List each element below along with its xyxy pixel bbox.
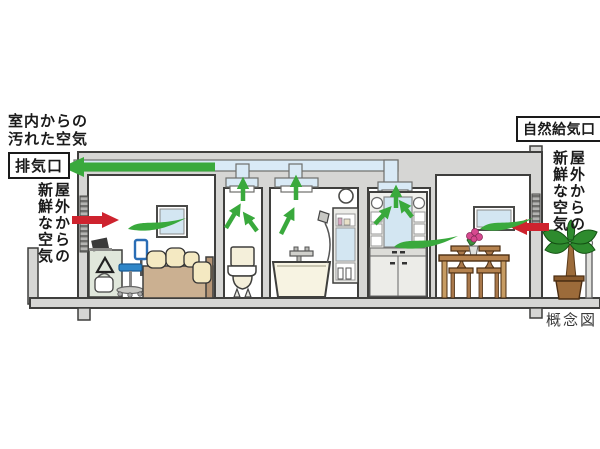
bathroom-fixtures [271, 188, 359, 298]
bedroom-furniture [88, 205, 214, 299]
fresh-air-left-col1: 屋外からの [53, 182, 70, 265]
exhaust-outlet-label: 排気口 [8, 152, 71, 179]
office-chair [118, 263, 143, 272]
diagram-caption: 概念図 [546, 312, 598, 329]
bag [94, 276, 114, 293]
monitor [133, 238, 149, 261]
toilet-fixture [227, 246, 257, 298]
dining-furniture [438, 206, 515, 299]
dirty-air-line1: 室内からの [8, 113, 89, 130]
dining-table [438, 254, 510, 262]
fresh-air-right-col1: 屋外からの [568, 150, 585, 233]
breeze-swoosh [480, 218, 533, 231]
breeze-swoosh [128, 218, 186, 231]
dining-room [435, 174, 531, 299]
bath-fan-port [338, 188, 354, 204]
breeze-swoosh [394, 236, 458, 249]
airflow-arrows [62, 157, 549, 249]
bath-faucet [289, 250, 314, 257]
fresh-air-arrow-left [72, 212, 119, 228]
fresh-air-label-right: 屋外からの 新鮮な空気 [551, 150, 585, 233]
fresh-air-left-col2: 新鮮な空気 [36, 182, 53, 265]
plant-pot [555, 280, 583, 300]
vent-pipe [585, 245, 593, 299]
floor-slab [29, 297, 600, 309]
fresh-air-right-col2: 新鮮な空気 [551, 150, 568, 233]
natural-supply-inlet-label: 自然給気口 [516, 116, 600, 142]
exhaust-air-arrow [62, 157, 215, 177]
bathtub [271, 261, 332, 298]
right-wall-intake-vent [531, 193, 541, 225]
outdoor-plant [542, 219, 598, 300]
shower-head [317, 210, 330, 224]
fresh-air-label-left: 屋外からの 新鮮な空気 [36, 182, 70, 265]
dirty-air-label: 室内からの 汚れた空気 [8, 113, 88, 149]
dirty-air-line2: 汚れた空気 [8, 131, 89, 148]
